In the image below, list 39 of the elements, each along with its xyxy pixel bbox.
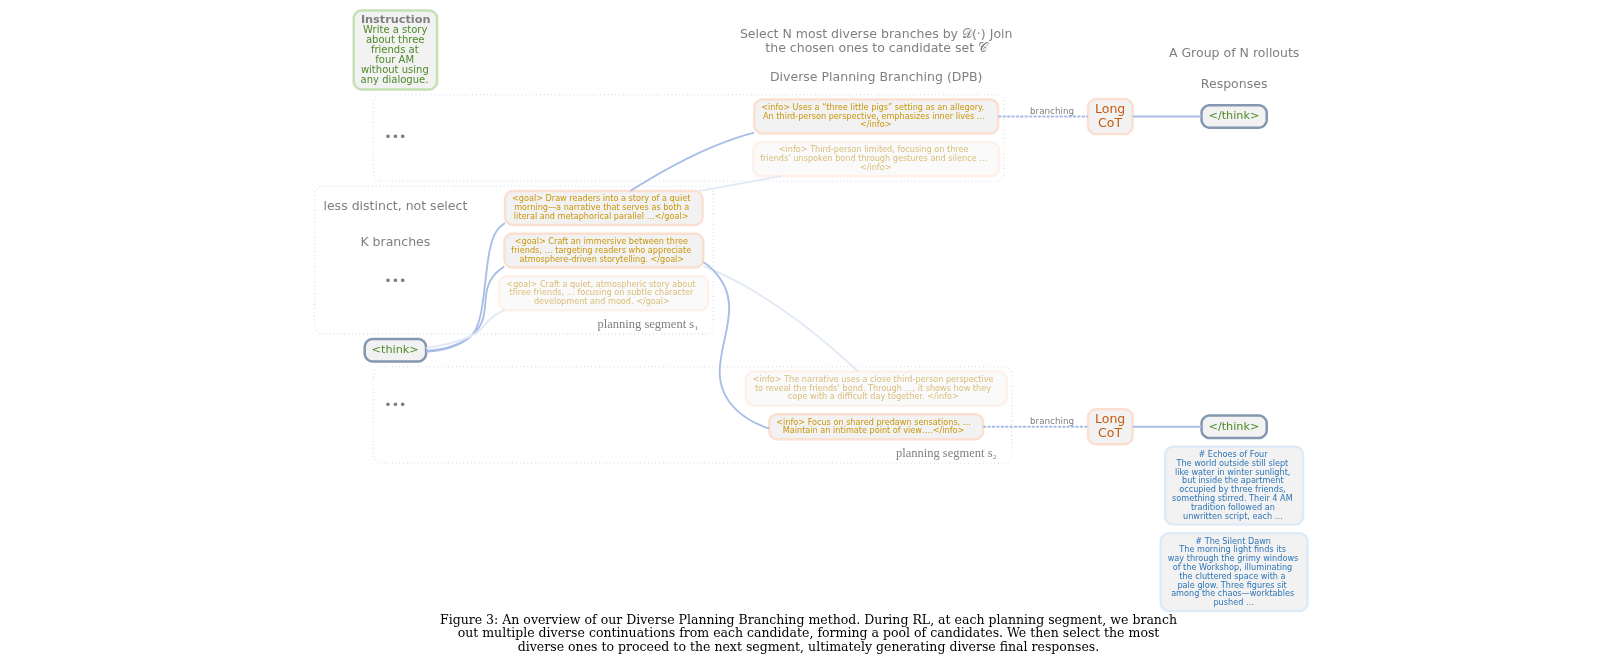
node-box: # Echoes of Four The world outside still slept like water in winter sunlight, but inside the apartment occupied by three friends, something stirred. Their 4 AM tradition followed an unwritten script, each …	[1163, 445, 1304, 526]
connector	[628, 131, 755, 192]
connector	[981, 425, 1089, 428]
connector	[424, 221, 506, 353]
connector	[996, 115, 1089, 118]
node-box: </think>	[1199, 414, 1268, 440]
label: K branches	[359, 233, 430, 249]
connector	[424, 309, 506, 349]
node-box: <info> The narrative uses a close third-person perspective to reveal the friends‘ bond. Through …, it shows how they cope with a difficult day together. </info>	[744, 370, 1008, 407]
node-box: # The Silent Dawn The morning light finds its way through the grimy windows of the Workshop, illuminating the cluttered space with a pale glow. Three figures sit among the chaos—worktables pushed …	[1159, 532, 1309, 613]
label: Responses	[1200, 76, 1267, 92]
edge-label: branching	[1029, 106, 1074, 117]
connector	[1131, 115, 1202, 118]
label: •••	[383, 273, 406, 289]
label: Select N most diverse branches by 𝒟(·) Join the chosen ones to candidate set 𝒞	[739, 26, 1012, 55]
node-box: <info> Third-person limited, focusing on three friends’ unspoken bond through gestures and silence … </info>	[751, 140, 1000, 178]
node-box: <info> Focus on shared predawn sensations, … Maintain an intimate point of view….</info>	[767, 413, 984, 441]
node-box: <goal> Craft a quiet, atmospheric story about three friends, … focusing on subtle character development and mood. </goal>	[497, 275, 709, 312]
label: less distinct, not select	[322, 197, 467, 213]
node-box: Long CoT	[1086, 407, 1134, 446]
connector	[424, 265, 505, 352]
node-box: Long CoT	[1086, 97, 1134, 136]
node-box: <goal> Draw readers into a story of a quiet morning—a narrative that serves as both a literal and metaphorical parallel …</goal>	[503, 189, 704, 227]
node-box: Instruction Write a story about three friends at four AM without using any dialogue.	[351, 9, 438, 91]
label: •••	[383, 396, 406, 412]
connector	[696, 175, 782, 192]
label: •••	[383, 128, 406, 144]
node-box: <think>	[362, 337, 427, 363]
label: Diverse Planning Branching (DPB)	[769, 69, 982, 85]
connector	[702, 265, 859, 373]
node-box: <goal> Craft an immersive between three friends, … targeting readers who appreciate atmosphere-driven storytelling. </goal>	[502, 232, 704, 269]
node-box: <info> Uses a “three little pigs” setting as an allegory. An third-person perspective, emphasizes inner lives … </info>	[752, 98, 999, 135]
edge-label: branching	[1029, 416, 1074, 427]
cluster	[372, 93, 1005, 182]
node-box: </think>	[1199, 103, 1268, 129]
label: A Group of N rollouts	[1168, 44, 1299, 60]
connector	[1131, 425, 1202, 428]
connector	[701, 261, 770, 430]
caption: Figure 3: An overview of our Diverse Planning Branching method. During RL, at each planning segment, we branch out multiple diverse continuations from each candidate, forming a pool of candidates. We then select the most diverse ones to proceed to the next segment, ultimately generating diverse final responses.	[439, 611, 1177, 655]
